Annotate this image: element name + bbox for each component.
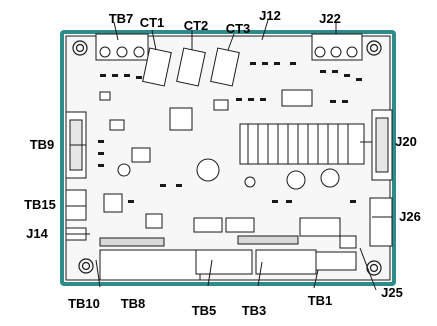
ic-chips xyxy=(99,89,357,249)
j20-connector xyxy=(371,109,393,181)
heat-sink xyxy=(239,123,365,165)
j22-connector xyxy=(311,22,363,61)
j26-connector xyxy=(369,197,393,247)
pcb-outline xyxy=(60,30,396,286)
tb15-connector xyxy=(65,189,87,221)
capacitors xyxy=(117,158,340,190)
ct-transformers xyxy=(142,19,269,87)
mounting-holes xyxy=(72,40,382,276)
smd-components xyxy=(98,62,362,203)
leader-lines xyxy=(66,141,392,291)
bottom-connectors xyxy=(99,235,357,281)
tb7-connector xyxy=(95,21,149,61)
